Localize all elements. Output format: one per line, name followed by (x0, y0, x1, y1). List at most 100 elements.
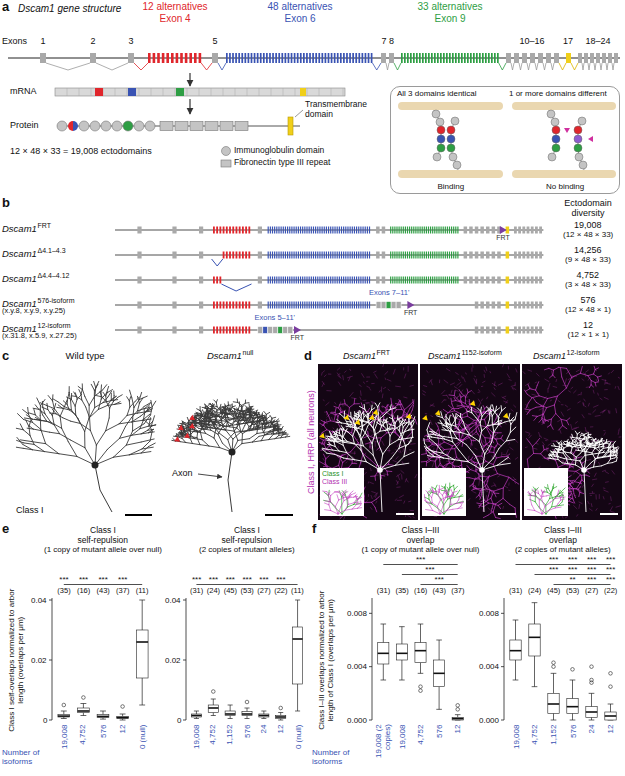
diversity-count: 12 (583, 320, 593, 330)
box-plot (63, 711, 64, 715)
plot-title: overlap (549, 536, 577, 546)
axis-title: Class I–III overlaps normalized to arbor… (317, 585, 335, 735)
box-plot (456, 708, 460, 712)
gene-structure (410, 53, 412, 63)
gene-variant (443, 227, 444, 234)
frt-label: FRT (404, 309, 417, 317)
exon-cluster-label: Exon 4 (160, 13, 191, 25)
box-plot (504, 598, 505, 720)
exon-number: Exons (2, 36, 27, 46)
gene-variant (274, 302, 275, 309)
gene-structure (497, 53, 499, 63)
mrna (223, 88, 224, 96)
gene-variant (360, 227, 361, 234)
gene-variant (296, 277, 297, 284)
gene-variant (172, 277, 176, 284)
gene-variant (298, 302, 299, 309)
box-plot (186, 598, 187, 720)
gene-structure (449, 53, 451, 63)
gene-variant (396, 252, 397, 259)
gene-variant (409, 252, 410, 259)
protein (90, 121, 100, 131)
box-plot (245, 700, 249, 704)
mrna (235, 88, 236, 96)
protein (112, 121, 122, 131)
axis-tick: 0.000 (347, 716, 367, 725)
sample-size: (45) (224, 587, 237, 596)
gene-variant (535, 252, 538, 259)
box-plot (136, 641, 148, 643)
gene-variant (469, 277, 473, 284)
gene-variant (199, 227, 203, 234)
mrna (189, 99, 190, 114)
gene-variant (245, 252, 247, 259)
box-plot (83, 704, 84, 709)
box-plot (501, 565, 616, 721)
panel-letter: b (2, 196, 10, 211)
neuron-image (16, 381, 293, 515)
gene-variant (445, 252, 446, 259)
mrna (319, 88, 320, 96)
gene-variant (411, 277, 412, 284)
binding-schematic (447, 144, 455, 152)
axis-tick: 0.04 (31, 596, 47, 605)
legend-sample (222, 147, 231, 156)
neuron-image (189, 415, 197, 423)
mrna (211, 88, 212, 96)
gene-variant (276, 302, 277, 309)
gene-variant (332, 227, 333, 234)
gene-variant (216, 302, 218, 309)
gene-variant (294, 326, 301, 334)
neuron-image (125, 514, 152, 516)
diversity-formula: (12 × 1 × 1) (568, 330, 609, 339)
plot-title: self-repulsion (222, 536, 273, 546)
gene-variant (291, 227, 292, 234)
gene-variant (245, 327, 247, 334)
gene-variant (426, 252, 427, 259)
box-plot (401, 660, 402, 680)
neuron-image (16, 381, 155, 465)
gene-variant (258, 252, 262, 259)
axis-tick: 0.004 (347, 662, 367, 671)
gene-variant (492, 252, 496, 259)
gene-variant (291, 302, 292, 309)
gene-variant (360, 252, 361, 259)
box-plot (548, 693, 559, 713)
gene-structure (606, 63, 608, 70)
gene-structure (440, 53, 442, 63)
stain-label: Class I, HRP (all neurons) (306, 390, 316, 494)
column-heading: Ectodomain diversity (555, 198, 621, 219)
gene-structure (600, 63, 602, 70)
gene-structure (275, 53, 277, 63)
gene-variant (394, 252, 395, 259)
gene-variant (399, 277, 400, 284)
gene-structure (522, 53, 527, 63)
gene-structure (321, 53, 323, 63)
gene-variant (480, 302, 484, 309)
isoform-count: 24 (587, 724, 596, 733)
box-plot (590, 678, 594, 682)
sample-size: (43) (97, 587, 110, 596)
gene-structure (499, 63, 506, 70)
box-plot (293, 627, 303, 684)
gene-variant (278, 302, 279, 309)
gene-variant (311, 252, 312, 259)
gene-variant (313, 277, 314, 284)
gene-variant (451, 252, 452, 259)
gene-variant (236, 252, 238, 259)
box-plot (510, 640, 521, 660)
diversity-count: 576 (581, 295, 596, 305)
box-plot (49, 600, 52, 601)
gene-variant (213, 227, 215, 234)
gene-variant (417, 277, 418, 284)
gene-variant (401, 252, 402, 259)
isoform-count: 4,752 (416, 724, 425, 744)
gene-variant (317, 227, 318, 234)
box-plot (295, 600, 300, 601)
gene-variant (381, 302, 386, 309)
significance-mark: *** (99, 575, 108, 584)
gene-variant (345, 302, 346, 309)
gene-variant (451, 277, 452, 284)
confocal-image (425, 483, 464, 514)
gene-variant (422, 277, 423, 284)
